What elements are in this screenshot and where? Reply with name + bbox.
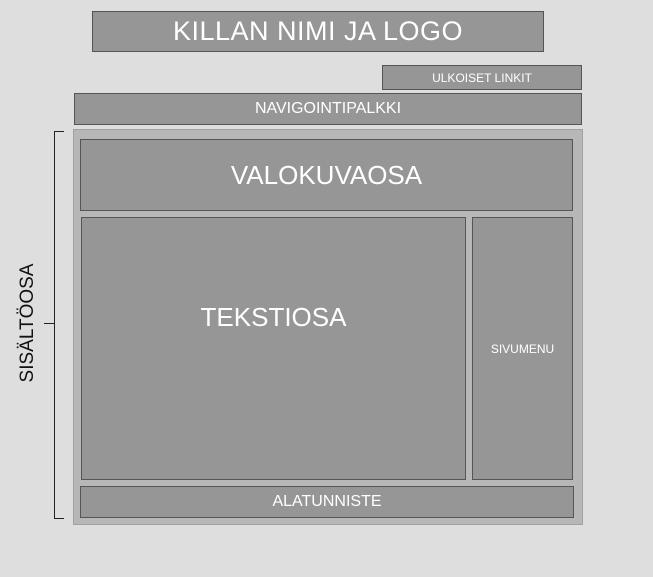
content-area-bracket-tick <box>44 323 54 324</box>
photo-section-label: VALOKUVAOSA <box>230 159 423 190</box>
footer-label: ALATUNNISTE <box>272 493 382 510</box>
page-menu-label: SIVUMENU <box>490 341 555 356</box>
navbar-block: NAVIGOINTIPALKKI <box>74 93 582 125</box>
header-logo-label: KILLAN NIMI JA LOGO <box>172 16 464 46</box>
text-section-block: TEKSTIOSA <box>81 217 466 480</box>
text-section-label: TEKSTIOSA <box>200 302 347 332</box>
photo-section-block: VALOKUVAOSA <box>80 139 573 211</box>
external-links-block: ULKOISET LINKIT <box>382 65 582 90</box>
content-area-label: SISÄLTÖOSA <box>17 263 38 383</box>
footer-block: ALATUNNISTE <box>80 486 574 518</box>
external-links-label: ULKOISET LINKIT <box>432 70 532 85</box>
navbar-label: NAVIGOINTIPALKKI <box>254 100 402 117</box>
page-menu-block: SIVUMENU <box>472 217 573 480</box>
header-logo-block: KILLAN NIMI JA LOGO <box>92 11 544 52</box>
content-area-bracket <box>54 131 64 519</box>
